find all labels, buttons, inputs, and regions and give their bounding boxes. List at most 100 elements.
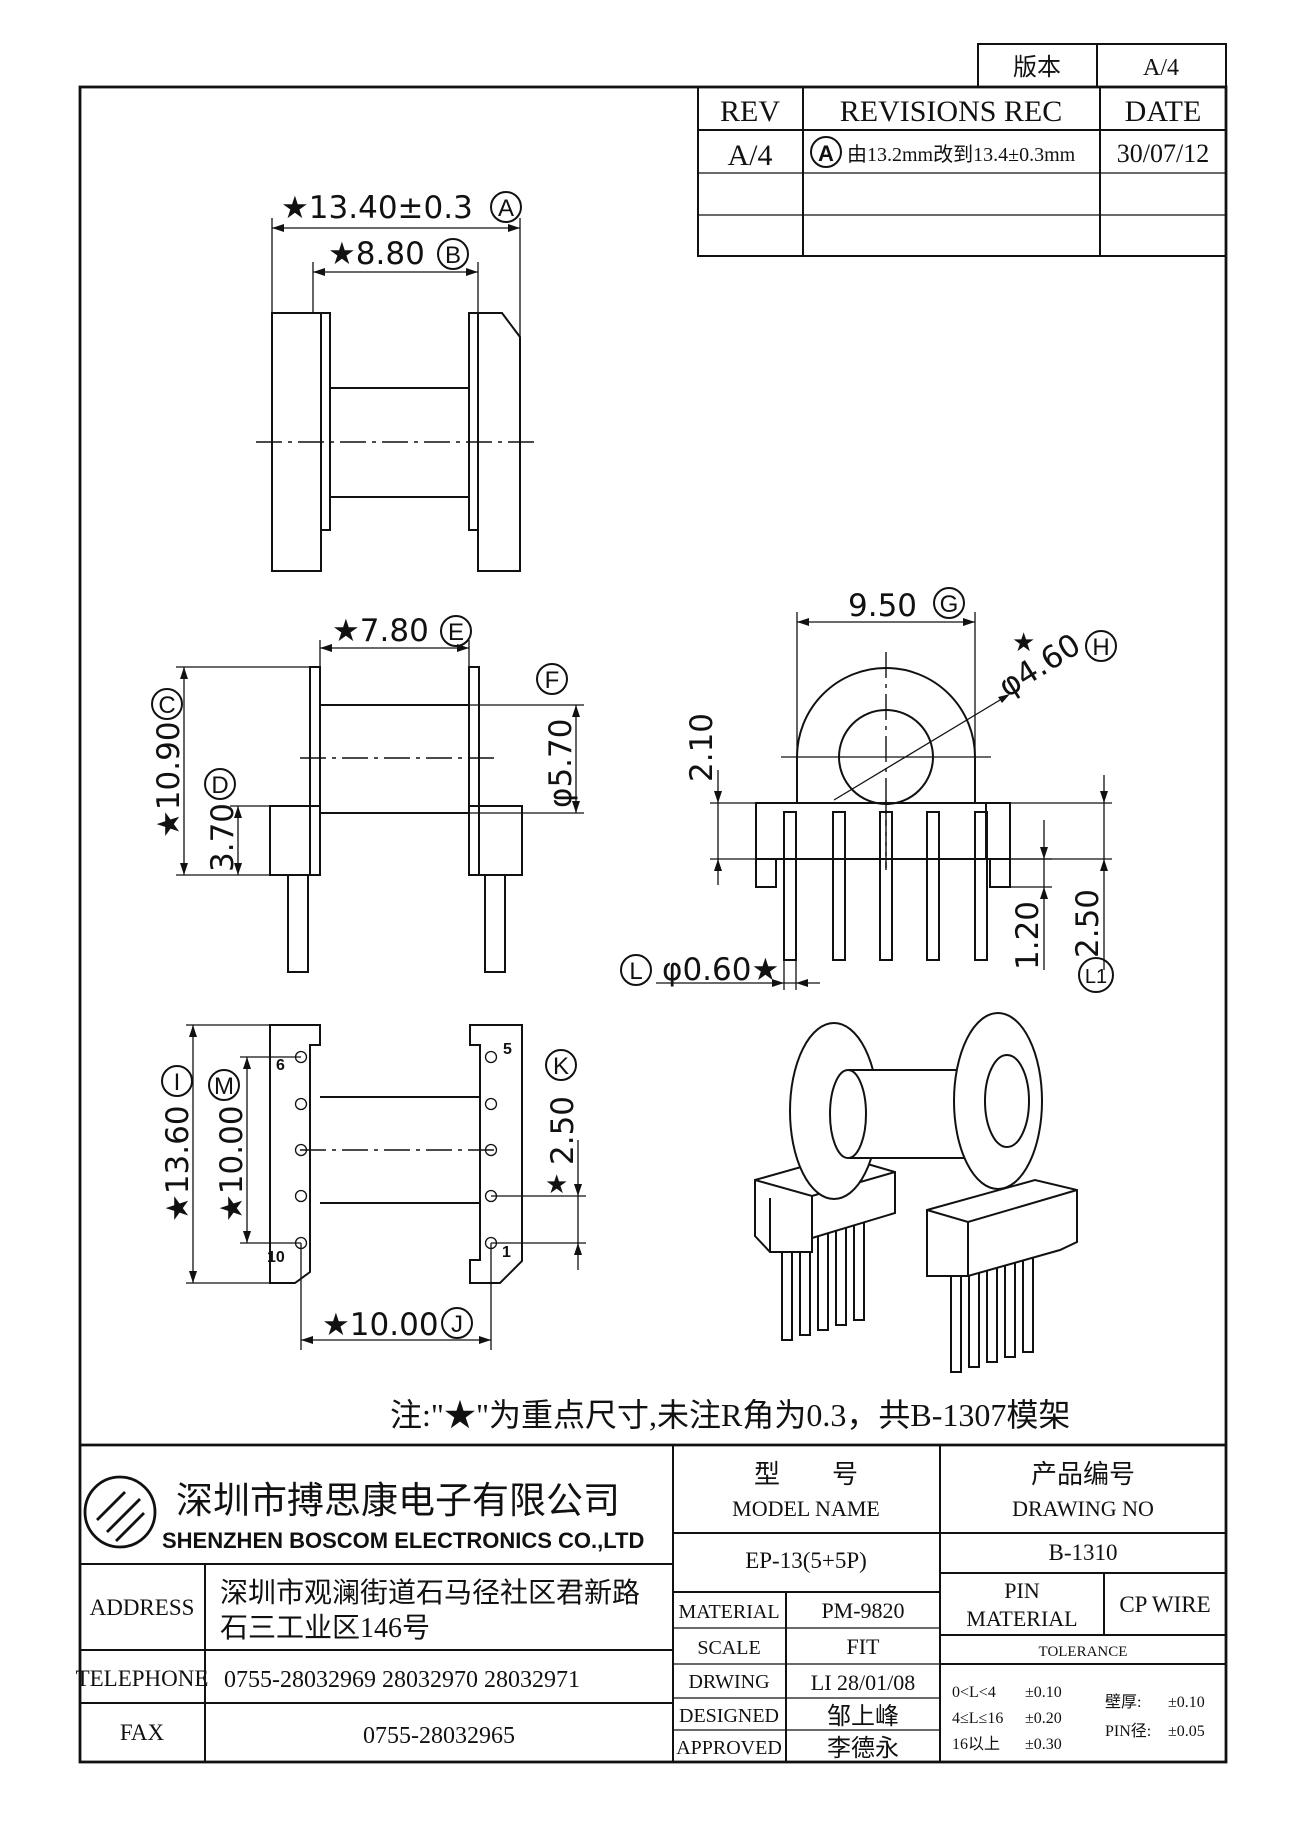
pin-diameter-label: PIN径: — [1105, 1722, 1151, 1740]
version-value: A/4 — [1143, 55, 1179, 81]
fax-value: 0755-28032965 — [363, 1723, 515, 1749]
isometric-view — [754, 1012, 1078, 1373]
dim-m-mark: M — [214, 1073, 234, 1100]
tolerance-table: TOLERANCE 0<L<4 ±0.10 4≤L≤16 ±0.20 16以上 … — [952, 1644, 1205, 1753]
dim-120-text: 1.20 — [1010, 901, 1046, 970]
model-value: EP-13(5+5P) — [745, 1548, 867, 1573]
side-view: ★7.80 E φ5.70 F ★10.90 C 3.70 D — [151, 613, 584, 973]
drawing-no-value: B-1310 — [1049, 1540, 1118, 1565]
dim-f-mark: F — [545, 667, 560, 694]
dim-j-mark: J — [451, 1311, 463, 1338]
dim-j-text: ★10.00 — [322, 1307, 439, 1343]
dim-c-mark: C — [158, 692, 175, 719]
tolerance-title: TOLERANCE — [1039, 1644, 1128, 1660]
dim-k-mark-circle — [545, 1049, 577, 1081]
revision-row-date: 30/07/12 — [1117, 139, 1209, 168]
dim-b-mark-circle — [437, 238, 469, 270]
dim-k-star: ★ — [545, 1170, 568, 1200]
tolerance-range-3: 16以上 — [952, 1735, 1000, 1753]
pin-diameter-value: ±0.05 — [1168, 1723, 1205, 1740]
tolerance-value-3: ±0.30 — [1025, 1736, 1062, 1753]
material-value: PM-9820 — [821, 1598, 904, 1623]
dim-l-text: φ0.60★ — [662, 952, 779, 988]
dim-l1-text: 2.50 — [1070, 889, 1106, 958]
dim-h-star: ★ — [1012, 628, 1035, 658]
drawing-label: DRWING — [688, 1671, 769, 1693]
pin-5-label: 5 — [503, 1041, 512, 1058]
drawing-no-label-en: DRAWING NO — [1012, 1496, 1154, 1521]
dim-g-text: 9.50 — [848, 588, 917, 624]
pin-1-label: 1 — [502, 1244, 511, 1261]
details-table: MATERIAL PM-9820 SCALE FIT DRWING LI 28/… — [676, 1598, 915, 1762]
wall-thickness-label: 壁厚: — [1105, 1692, 1141, 1711]
dim-k-mark: K — [553, 1053, 569, 1080]
dim-i-text: ★13.60 — [160, 1105, 196, 1222]
scale-label: SCALE — [697, 1637, 760, 1659]
dim-m-text: ★10.00 — [214, 1105, 250, 1222]
dim-e-mark-circle — [440, 615, 472, 647]
dim-l1-mark: L1 — [1085, 966, 1107, 988]
dim-d-mark-circle — [204, 768, 236, 800]
model-label-en: MODEL NAME — [732, 1496, 880, 1521]
designed-label: DESIGNED — [679, 1705, 779, 1727]
model-label-cn: 型 号 — [754, 1460, 858, 1489]
title-block — [80, 1443, 1226, 1762]
pin-10-label: 10 — [267, 1249, 285, 1266]
dim-210-text: 2.10 — [684, 713, 720, 782]
address-label: ADDRESS — [90, 1595, 195, 1620]
dim-i-mark-circle — [161, 1065, 193, 1097]
dim-f-mark-circle — [536, 663, 568, 695]
dim-c-text: ★10.90 — [151, 721, 187, 838]
dim-h-mark: H — [1092, 634, 1109, 661]
pin-material-label-1: PIN — [1004, 1578, 1040, 1603]
dim-d-text: 3.70 — [205, 803, 241, 872]
drawing-note: 注:"★"为重点尺寸,未注R角为0.3，共B-1307模架 — [390, 1397, 1070, 1433]
top-view: ★13.40±0.3 A ★8.80 B — [256, 190, 536, 572]
company-name-en: SHENZHEN BOSCOM ELECTRONICS CO.,LTD — [162, 1528, 644, 1553]
front-view: 9.50 G ★ φ4.60 H 2.10 1.20 2.50 L1 L — [620, 587, 1117, 993]
dim-l-mark: L — [629, 958, 642, 985]
revision-row-rev: A/4 — [728, 139, 773, 172]
dim-h-mark-circle — [1085, 630, 1117, 662]
dim-f-text: φ5.70 — [543, 719, 579, 808]
approved-label: APPROVED — [676, 1737, 782, 1759]
revision-row-mark: A — [818, 141, 834, 166]
scale-value: FIT — [847, 1634, 881, 1659]
tolerance-value-2: ±0.20 — [1025, 1710, 1062, 1727]
dim-b-text: ★8.80 — [328, 236, 425, 272]
tolerance-range-1: 0<L<4 — [952, 1684, 996, 1701]
tolerance-value-1: ±0.10 — [1025, 1684, 1062, 1701]
designed-value: 邹上峰 — [827, 1703, 899, 1730]
dim-k-text: 2.50 — [545, 1096, 581, 1165]
telephone-value: 0755-28032969 28032970 28032971 — [224, 1667, 580, 1693]
dim-h-text: φ4.60 — [992, 627, 1087, 705]
dim-j-mark-circle — [441, 1307, 473, 1339]
pin-material-value: CP WIRE — [1119, 1592, 1210, 1617]
revision-mark-circle — [810, 136, 842, 168]
revision-row-rec: 由13.2mm改到13.4±0.3mm — [847, 143, 1076, 166]
dim-i-mark: I — [174, 1069, 181, 1096]
date-header: DATE — [1125, 95, 1202, 128]
revisions-table: REV REVISIONS REC DATE A/4 A 由13.2mm改到13… — [697, 86, 1227, 257]
fax-label: FAX — [120, 1720, 165, 1745]
bottom-view: 6 5 10 1 ★13.60 I ★10.00 M 2.50 ★ K ★10.… — [160, 1024, 586, 1350]
pin-6-label: 6 — [276, 1057, 285, 1074]
rev-header: REV — [720, 95, 780, 128]
company-name-cn: 深圳市搏思康电子有限公司 — [176, 1480, 620, 1522]
dim-a-mark: A — [498, 195, 514, 222]
version-label: 版本 — [1013, 54, 1061, 81]
dim-g-mark-circle — [933, 587, 965, 619]
telephone-label: TELEPHONE — [76, 1666, 209, 1691]
drawing-border — [78, 85, 1228, 1764]
dim-e-mark: E — [448, 619, 464, 646]
dim-a-mark-circle — [490, 191, 522, 223]
drawing-value: LI 28/01/08 — [811, 1670, 916, 1695]
address-line-2: 石三工业区146号 — [220, 1613, 430, 1644]
material-label: MATERIAL — [678, 1601, 779, 1623]
revisions-rec-header: REVISIONS REC — [840, 95, 1063, 128]
dim-m-mark-circle — [208, 1069, 240, 1101]
dim-l1-mark-circle — [1078, 957, 1114, 993]
drawing-no-label-cn: 产品编号 — [1031, 1460, 1135, 1489]
company-logo — [83, 1475, 157, 1549]
